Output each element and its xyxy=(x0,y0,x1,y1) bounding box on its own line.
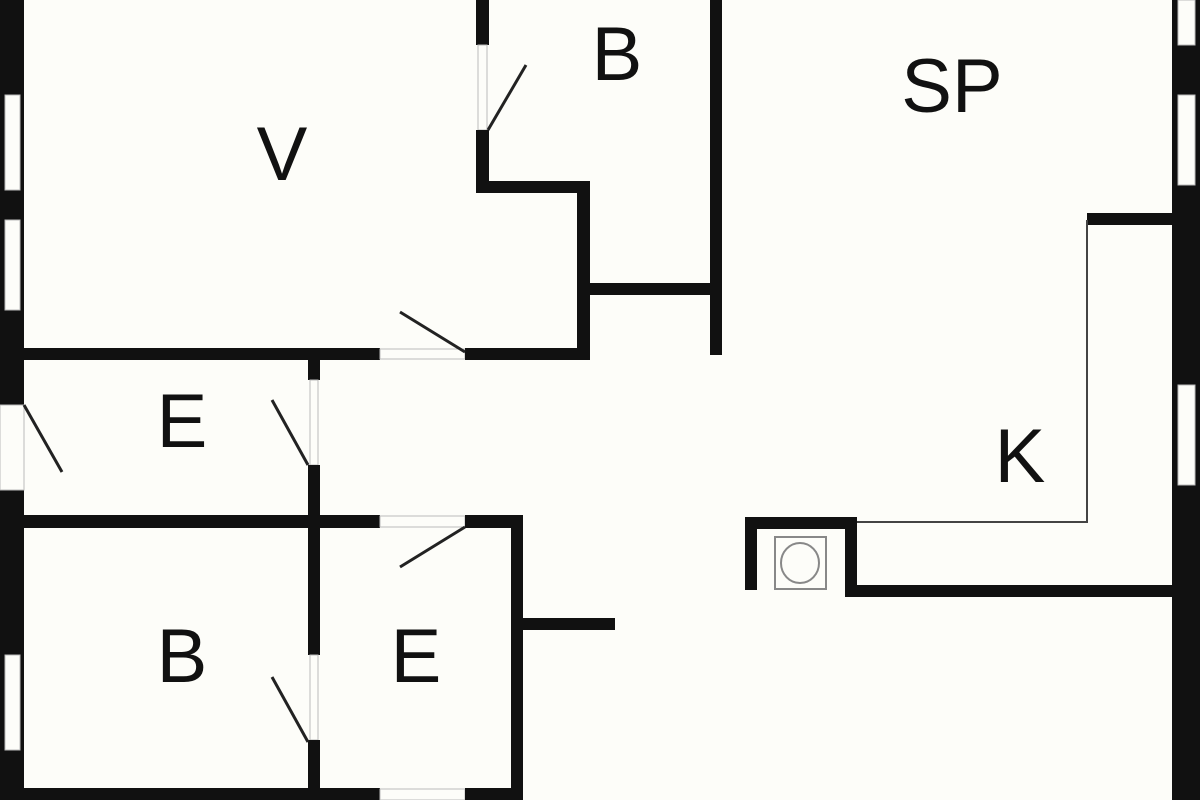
wall xyxy=(522,618,615,630)
door-opening xyxy=(379,348,466,360)
door-swing xyxy=(486,64,528,131)
door-swing xyxy=(270,676,310,743)
wall xyxy=(476,181,590,193)
wall xyxy=(308,465,320,655)
wall xyxy=(476,0,489,45)
wall xyxy=(745,517,757,590)
kitchen-counter xyxy=(855,220,1088,523)
wall xyxy=(24,515,380,528)
room-label-living: V xyxy=(257,112,308,197)
room-label-bedroom-bottom: B xyxy=(157,614,208,699)
room-label-entry-lower: E xyxy=(391,614,442,699)
door-opening xyxy=(0,404,25,491)
room-label-dining: SP xyxy=(901,44,1002,129)
stove-burner-icon xyxy=(780,542,820,584)
door-swing xyxy=(270,399,310,466)
window xyxy=(4,219,21,311)
wall xyxy=(710,0,722,355)
wall xyxy=(476,130,489,192)
door-opening xyxy=(379,788,466,800)
door-opening xyxy=(379,515,466,528)
wall xyxy=(465,788,522,800)
window xyxy=(4,94,21,191)
window xyxy=(1177,384,1196,486)
window xyxy=(1177,94,1196,186)
window xyxy=(1177,0,1196,46)
wall xyxy=(745,517,857,529)
wall xyxy=(308,740,320,800)
door-swing xyxy=(22,404,64,473)
door-opening xyxy=(309,654,319,741)
wall xyxy=(24,348,380,360)
window xyxy=(4,654,21,751)
door-swing xyxy=(399,310,466,354)
door-swing xyxy=(399,525,466,569)
door-opening xyxy=(309,379,319,466)
wall xyxy=(845,517,857,597)
stove-icon xyxy=(774,536,827,590)
wall xyxy=(465,348,590,360)
wall xyxy=(577,283,717,295)
wall xyxy=(308,360,320,380)
door-opening xyxy=(477,44,488,131)
room-label-entry-upper: E xyxy=(157,379,208,464)
wall xyxy=(465,515,522,528)
room-label-kitchen: K xyxy=(995,414,1046,499)
room-label-bedroom-top: B xyxy=(592,12,643,97)
wall xyxy=(24,788,380,800)
wall xyxy=(511,515,523,800)
wall xyxy=(577,181,590,360)
wall xyxy=(1087,213,1172,225)
wall xyxy=(845,585,1172,597)
